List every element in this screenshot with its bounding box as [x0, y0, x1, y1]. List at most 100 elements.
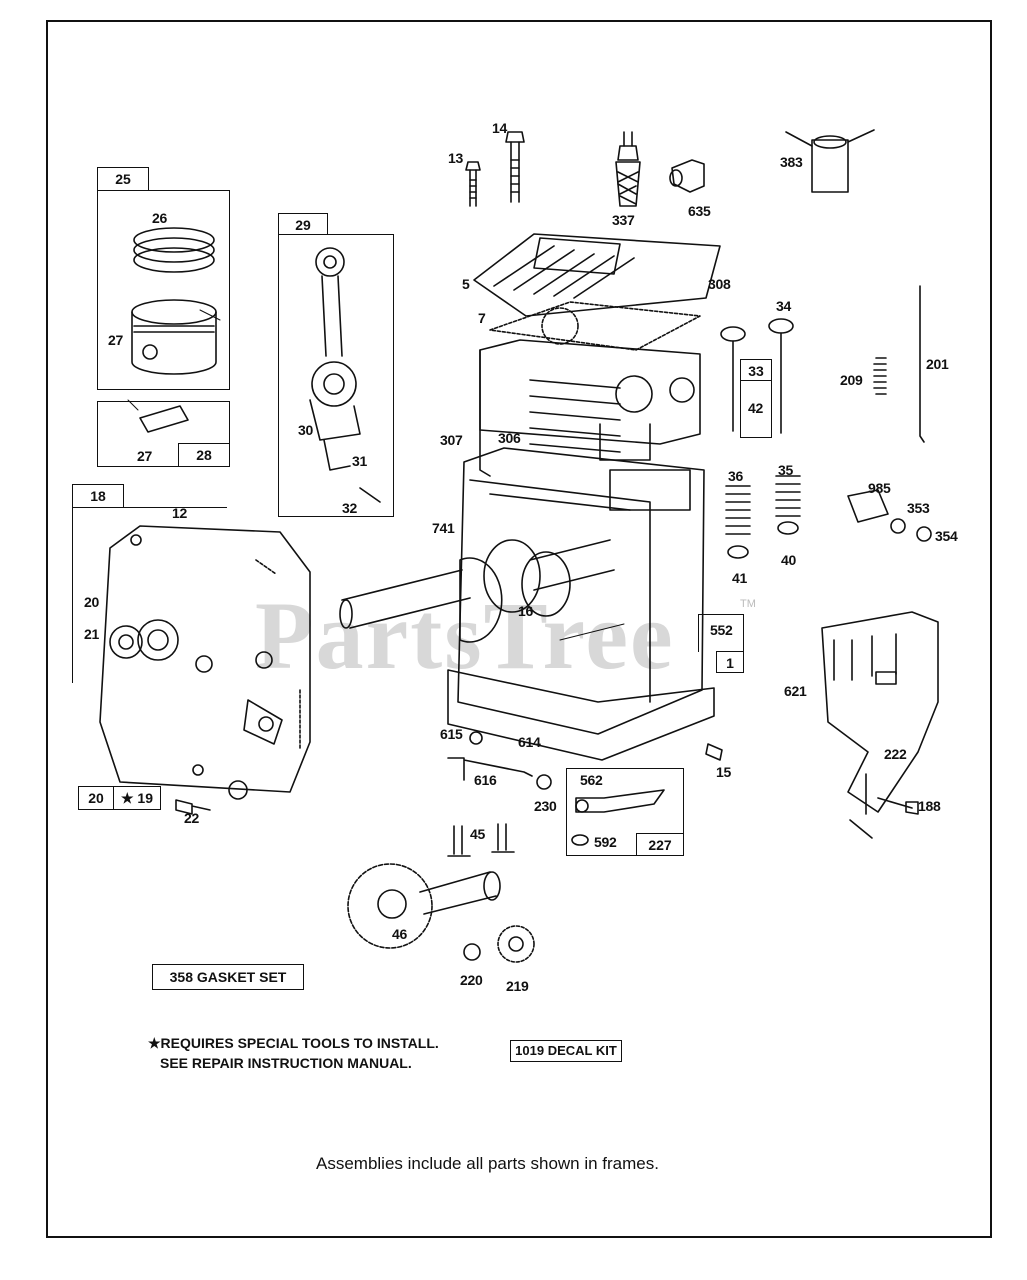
special-tools-note-line1: ★REQUIRES SPECIAL TOOLS TO INSTALL. — [148, 1035, 439, 1051]
part-label-45: 45 — [470, 826, 485, 842]
fitting-635-drawing — [669, 159, 705, 193]
part-label-306: 306 — [498, 430, 521, 446]
crankshaft-drawing — [339, 539, 615, 643]
part-label-5: 5 — [462, 276, 470, 292]
frame-20-label: 20 — [78, 786, 114, 810]
part-label-27-clip: 27 — [137, 448, 152, 464]
part-label-40: 40 — [781, 552, 796, 568]
part-label-31: 31 — [352, 453, 367, 469]
part-label-14: 14 — [492, 120, 507, 136]
part-label-616: 616 — [474, 772, 497, 788]
part-label-222: 222 — [884, 746, 907, 762]
frame-227-lever-assembly — [566, 768, 684, 856]
valves-drawing — [720, 318, 794, 434]
part-label-592: 592 — [594, 834, 617, 850]
governor-spring-drawing — [873, 357, 887, 395]
frame-18-label: 18 — [72, 484, 124, 508]
bolt-13-drawing — [465, 161, 481, 207]
part-label-41: 41 — [732, 570, 747, 586]
frame-227-label: 227 — [636, 833, 684, 856]
part-label-16: 16 — [518, 603, 533, 619]
special-tools-note-line2: SEE REPAIR INSTRUCTION MANUAL. — [160, 1055, 412, 1071]
frame-25-label: 25 — [97, 167, 149, 191]
bolt-14-drawing — [505, 131, 525, 203]
switch-985-drawing — [847, 489, 932, 542]
tool-383-drawing — [785, 129, 875, 193]
valve-springs-drawing — [725, 475, 801, 559]
governor-link-drawing — [919, 285, 925, 443]
watermark-trademark: TM — [740, 598, 756, 610]
part-label-26: 26 — [152, 210, 167, 226]
part-label-7: 7 — [478, 310, 486, 326]
part-label-230: 230 — [534, 798, 557, 814]
part-label-308: 308 — [708, 276, 731, 292]
part-label-337: 337 — [612, 212, 635, 228]
part-label-219: 219 — [506, 978, 529, 994]
cylinder-block-drawing — [447, 339, 715, 761]
part-label-188: 188 — [918, 798, 941, 814]
part-label-615: 615 — [440, 726, 463, 742]
breather-337-drawing — [615, 131, 641, 207]
oil-drain-plug-drawing — [705, 743, 723, 761]
governor-shaft-drawing — [447, 731, 552, 790]
part-label-354: 354 — [935, 528, 958, 544]
part-label-36: 36 — [728, 468, 743, 484]
piston-pin-drawing — [139, 405, 189, 433]
connecting-rod-drawing — [309, 247, 381, 503]
cylinder-head-drawing — [473, 233, 721, 317]
part-label-353: 353 — [907, 500, 930, 516]
part-label-35: 35 — [778, 462, 793, 478]
piston-rings-drawing — [133, 227, 215, 273]
decal-kit-box: 1019 DECAL KIT — [510, 1040, 622, 1062]
part-label-562: 562 — [580, 772, 603, 788]
frame-1-block-assembly — [698, 614, 744, 652]
part-label-201: 201 — [926, 356, 949, 372]
part-label-209: 209 — [840, 372, 863, 388]
crank-gear-drawing — [463, 925, 535, 963]
bolt-188-drawing — [877, 797, 919, 815]
assemblies-footer-note: Assemblies include all parts shown in fr… — [316, 1154, 659, 1173]
frame-33-label: 33 — [740, 359, 772, 381]
lever-562-drawing — [571, 789, 665, 846]
part-label-635: 635 — [688, 203, 711, 219]
frame-18-cover-assembly — [72, 507, 227, 683]
part-label-552: 552 — [710, 622, 733, 638]
frame-28-label: 28 — [178, 443, 230, 467]
gasket-set-box: 358 GASKET SET — [152, 964, 304, 990]
part-label-13: 13 — [448, 150, 463, 166]
part-label-12: 12 — [172, 505, 187, 521]
diagram-frame — [46, 20, 992, 1238]
frame-25-piston-assembly — [97, 190, 230, 390]
part-label-21: 21 — [84, 626, 99, 642]
bolt-22-drawing — [175, 799, 211, 815]
crankcase-cover-drawing — [99, 525, 311, 800]
part-label-46: 46 — [392, 926, 407, 942]
tappets-drawing — [447, 823, 515, 857]
part-label-22: 22 — [184, 810, 199, 826]
part-label-307: 307 — [440, 432, 463, 448]
part-label-34: 34 — [776, 298, 791, 314]
part-label-985: 985 — [868, 480, 891, 496]
part-label-621: 621 — [784, 683, 807, 699]
control-bracket-drawing — [821, 611, 939, 839]
part-label-614: 614 — [518, 734, 541, 750]
part-label-383: 383 — [780, 154, 803, 170]
frame-29-label: 29 — [278, 213, 328, 235]
head-gasket-drawing — [489, 301, 701, 351]
frame-33-valve-assembly — [740, 380, 772, 438]
part-label-741: 741 — [432, 520, 455, 536]
part-label-220: 220 — [460, 972, 483, 988]
frame-19-label: ★ 19 — [113, 786, 161, 810]
frame-1-label: 1 — [716, 651, 744, 673]
frame-29-rod-assembly — [278, 234, 394, 517]
part-label-42: 42 — [748, 400, 763, 416]
part-label-20: 20 — [84, 594, 99, 610]
part-label-30: 30 — [298, 422, 313, 438]
cam-gear-drawing — [347, 863, 501, 949]
piston-drawing — [131, 299, 217, 375]
frame-28-pin-assembly — [97, 401, 230, 467]
part-label-27-piston: 27 — [108, 332, 123, 348]
part-label-15: 15 — [716, 764, 731, 780]
part-label-32: 32 — [342, 500, 357, 516]
